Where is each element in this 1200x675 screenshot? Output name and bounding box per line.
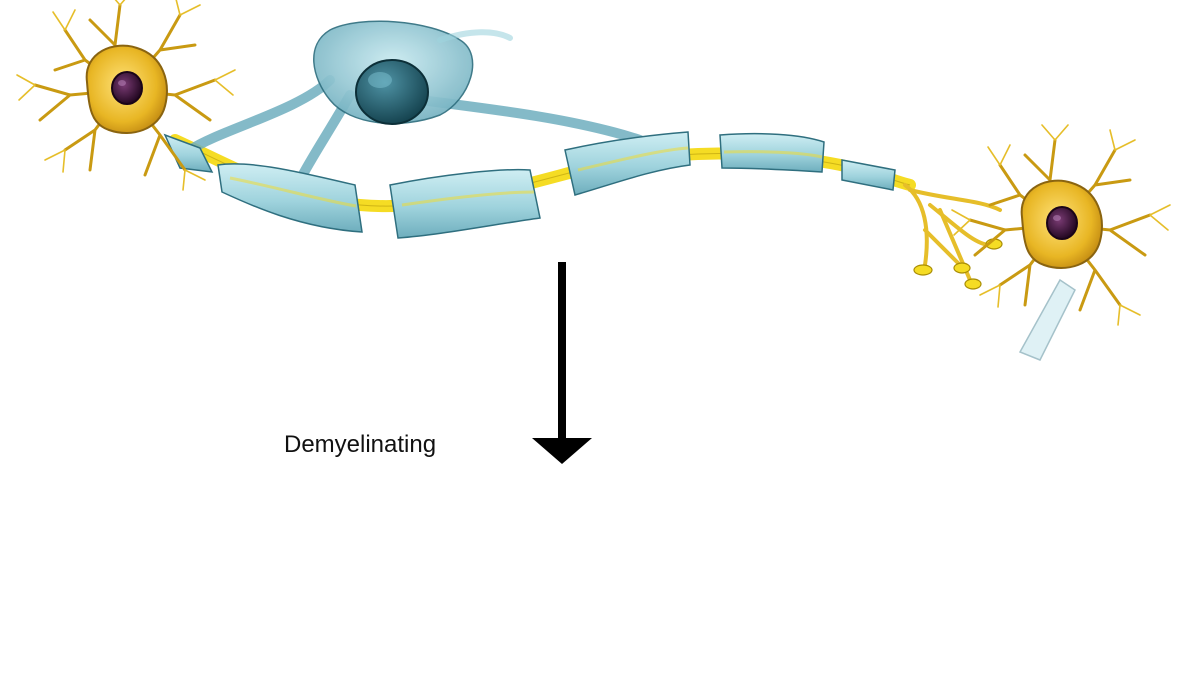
myelinated-axon-top bbox=[163, 20, 1003, 290]
oligodendrocyte-icon bbox=[185, 20, 645, 185]
pipette-top bbox=[1018, 278, 1076, 361]
oligodendrocyte-nucleus bbox=[355, 59, 429, 125]
arrow-down-icon bbox=[532, 262, 592, 464]
myelin-sheaths-top bbox=[163, 131, 896, 239]
process-label: Demyelinating bbox=[284, 431, 437, 458]
synaptic-boutons-top bbox=[913, 238, 1003, 290]
